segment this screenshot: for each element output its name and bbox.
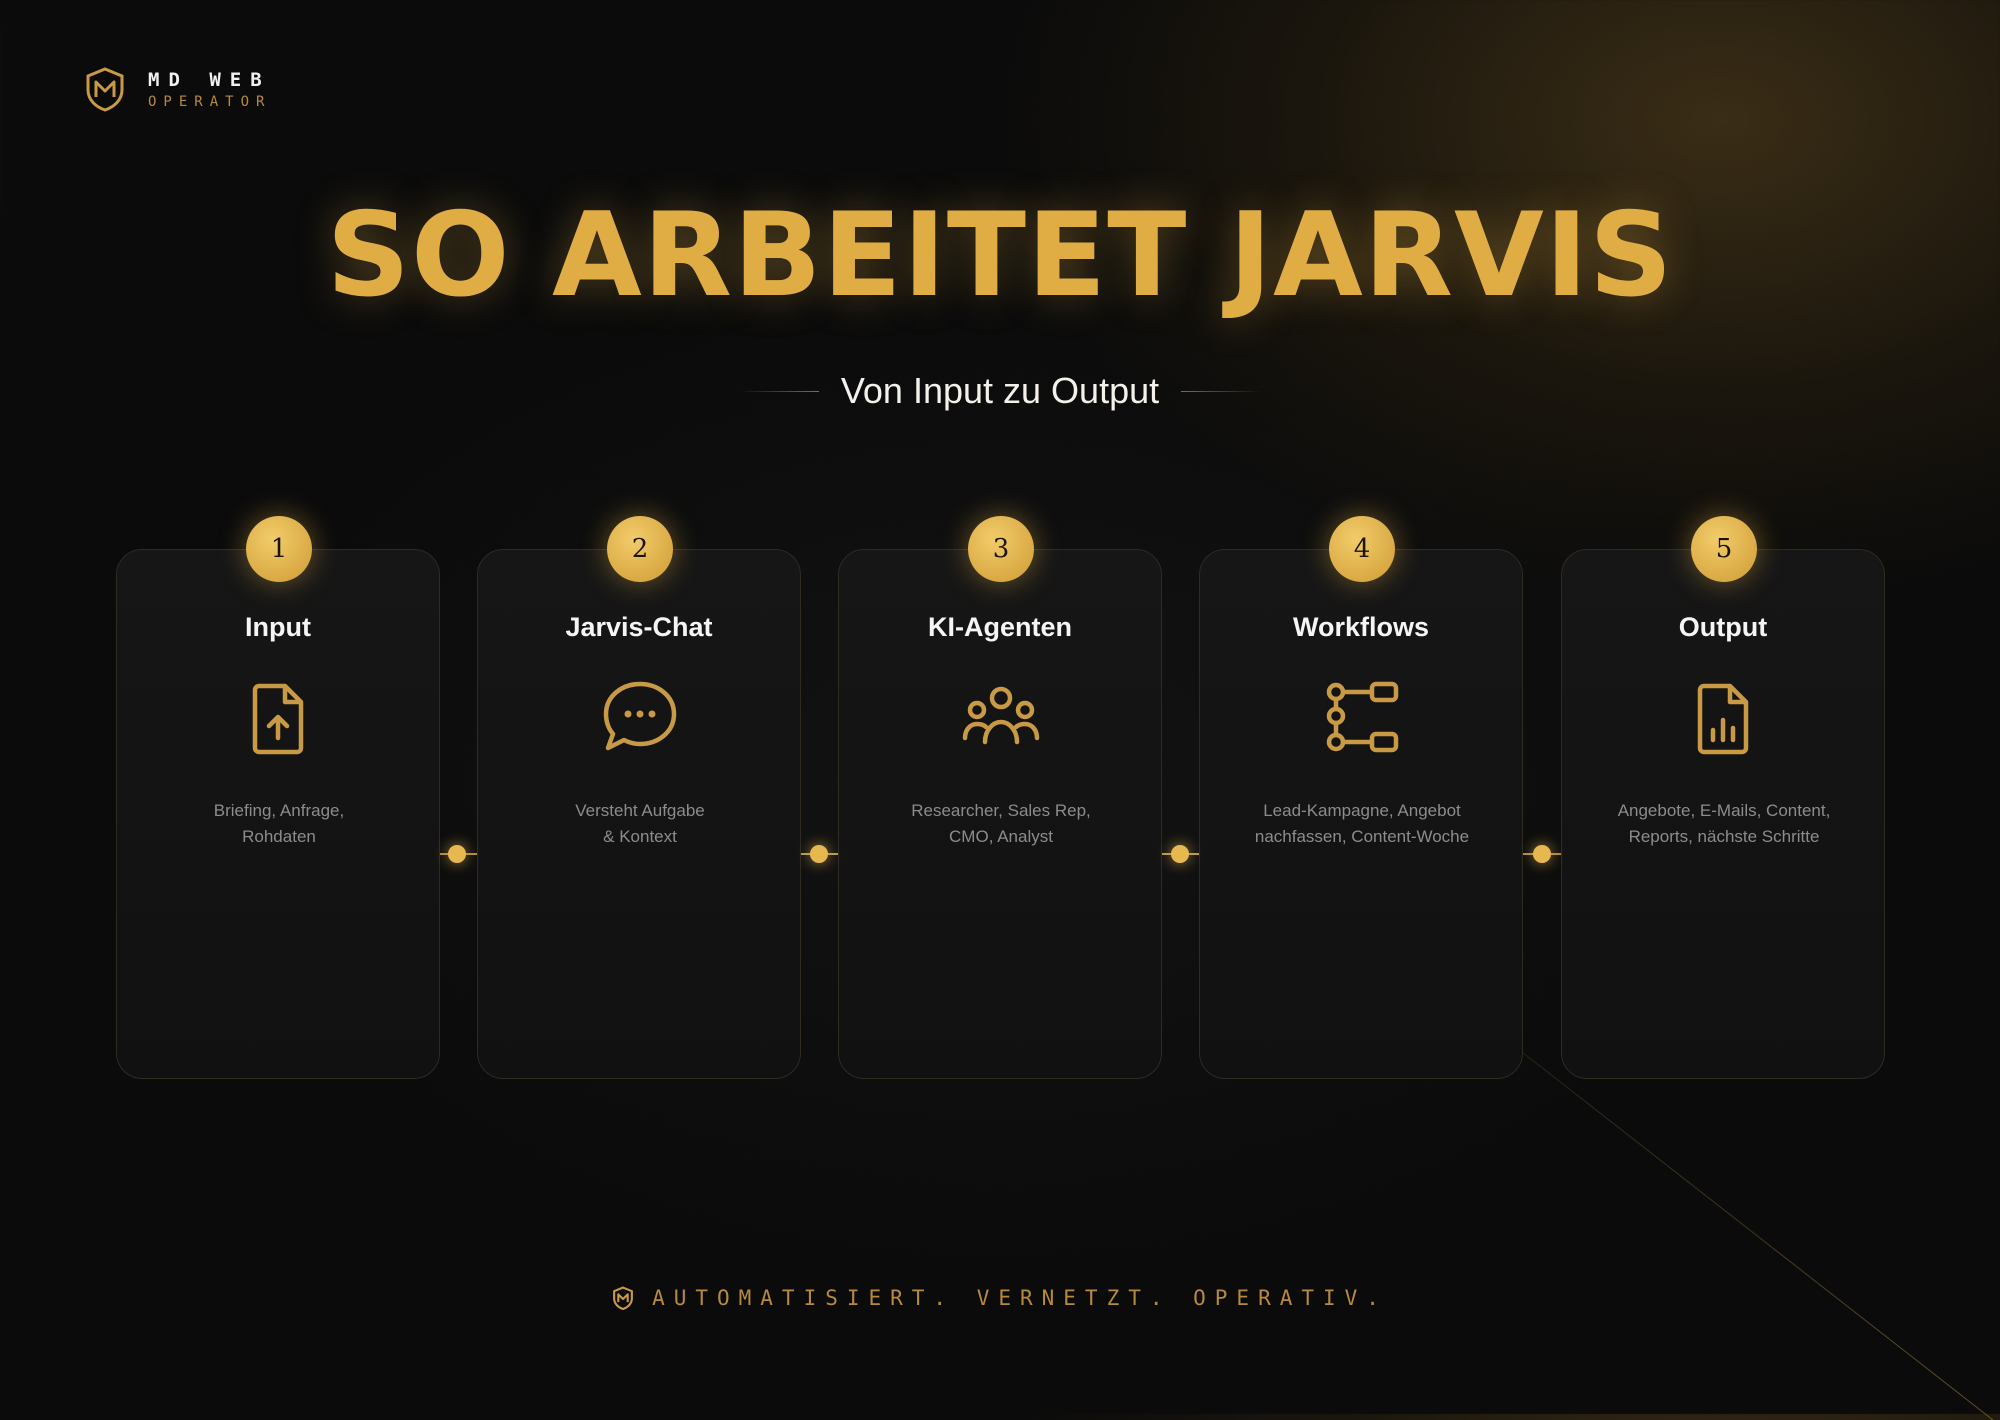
timeline-dot [448,845,466,863]
page-subtitle: Von Input zu Output [840,370,1160,411]
page-title: SO ARBEITET JARVIS [326,188,1674,323]
brand-logo[interactable]: MD WEB OPERATOR [84,66,271,112]
workflow-icon [1326,681,1399,753]
footer-tagline: AUTOMATISIERT. VERNETZT. OPERATIV. [652,1286,1388,1310]
decorative-diagonal-line [1519,1050,1994,1420]
step-number-badge: 3 [968,516,1034,582]
step-card-ki-agenten: 3 KI-Agenten Researcher, Sales Rep,CMO, … [838,516,1162,1079]
step-number-badge: 4 [1329,516,1395,582]
step-title: Output [1678,612,1768,642]
subtitle-divider-right [1181,390,1262,392]
step-title: Jarvis-Chat [565,612,713,642]
step-description: Researcher, Sales Rep,CMO, Analyst [911,801,1091,846]
step-number-badge: 5 [1691,516,1757,582]
step-title: Workflows [1292,612,1429,642]
shield-logo-icon [613,1286,633,1310]
users-group-icon [962,686,1040,745]
file-upload-icon [252,683,304,755]
step-card-jarvis-chat: 2 Jarvis-Chat Versteht Aufgabe& Kontext [477,516,801,1079]
shield-logo-icon [86,67,124,112]
timeline-dot [1171,845,1189,863]
timeline-dot [810,845,828,863]
step-title: KI-Agenten [928,612,1072,642]
brand-subname: OPERATOR [148,93,272,110]
step-number-badge: 1 [246,516,312,582]
step-description: Briefing, Anfrage,Rohdaten [213,801,345,846]
step-number-badge: 2 [607,516,673,582]
step-card-output: 5 Output Angebote, E-Mails, Content,Repo… [1561,516,1885,1079]
step-description: Versteht Aufgabe& Kontext [575,801,705,846]
brand-name: MD WEB [148,68,271,91]
step-title: Input [245,612,311,642]
file-chart-icon [1697,683,1749,755]
subtitle-divider-left [738,390,819,392]
timeline-dot [1533,845,1551,863]
step-card-input: 1 Input Briefing, Anfrage,Rohdaten [116,516,440,1079]
chat-bubble-icon [603,681,677,751]
step-description: Angebote, E-Mails, Content,Reports, näch… [1617,801,1831,846]
